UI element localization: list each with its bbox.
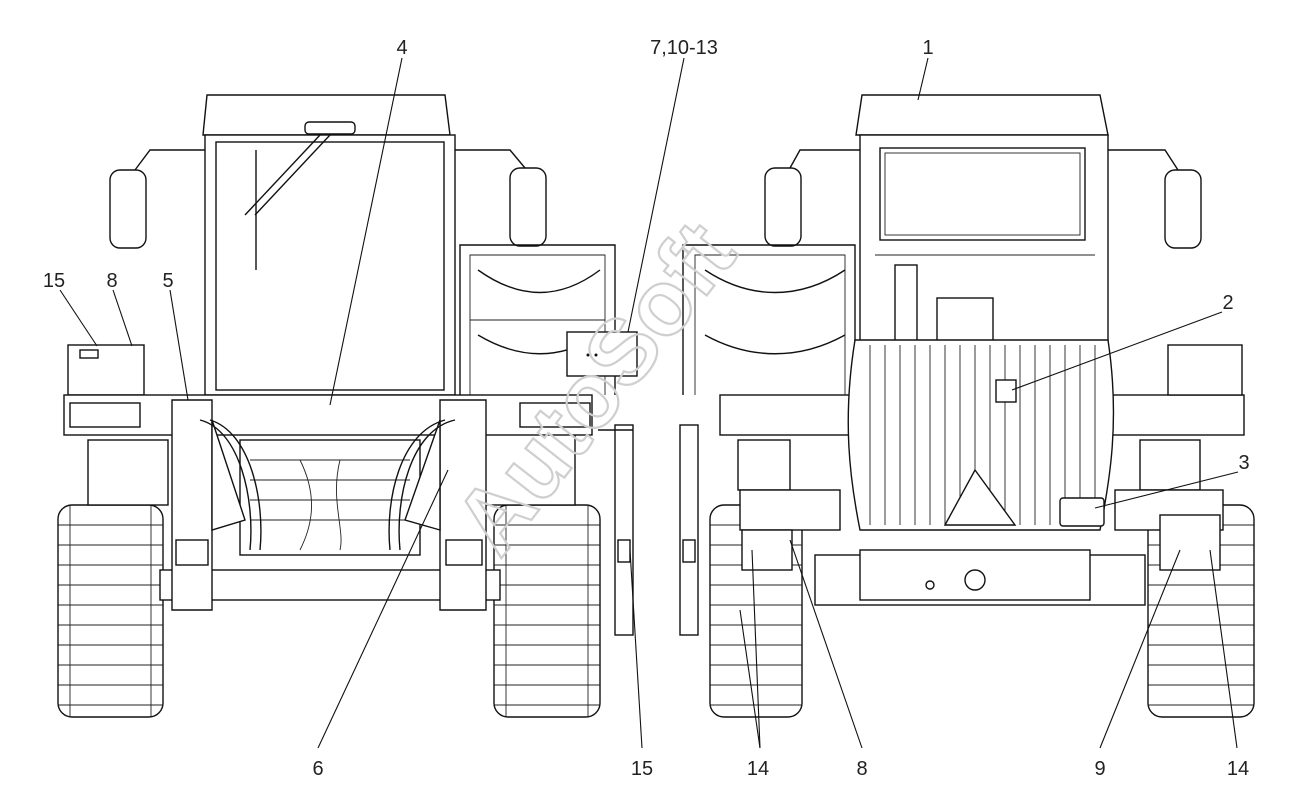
callout-8-bottom: 8 [856,758,867,780]
leader-lines [59,57,1239,749]
front-cab [202,94,456,396]
callout-8-top: 8 [106,270,117,292]
callout-labels: 4 7,10-13 1 15 8 5 2 3 6 15 14 8 9 14 [43,37,1250,780]
front-mirrors [109,149,547,249]
callout-15-top: 15 [43,270,65,292]
front-loader-arms [171,399,487,611]
engine-hood [847,339,1115,531]
callout-3: 3 [1238,452,1249,474]
callout-7-10-13: 7,10-13 [650,37,718,59]
callout-2: 2 [1222,292,1233,314]
callout-14-left: 14 [747,758,769,780]
front-left-track [57,504,164,718]
callout-5: 5 [162,270,173,292]
callout-14-right: 14 [1227,758,1249,780]
callout-15-bottom: 15 [631,758,653,780]
rear-railing [682,244,856,395]
callout-1: 1 [922,37,933,59]
callout-9: 9 [1094,758,1105,780]
callout-6: 6 [312,758,323,780]
front-view [57,94,638,718]
rear-view [679,94,1255,718]
rear-mirrors [764,149,1202,249]
callout-4: 4 [396,37,407,59]
